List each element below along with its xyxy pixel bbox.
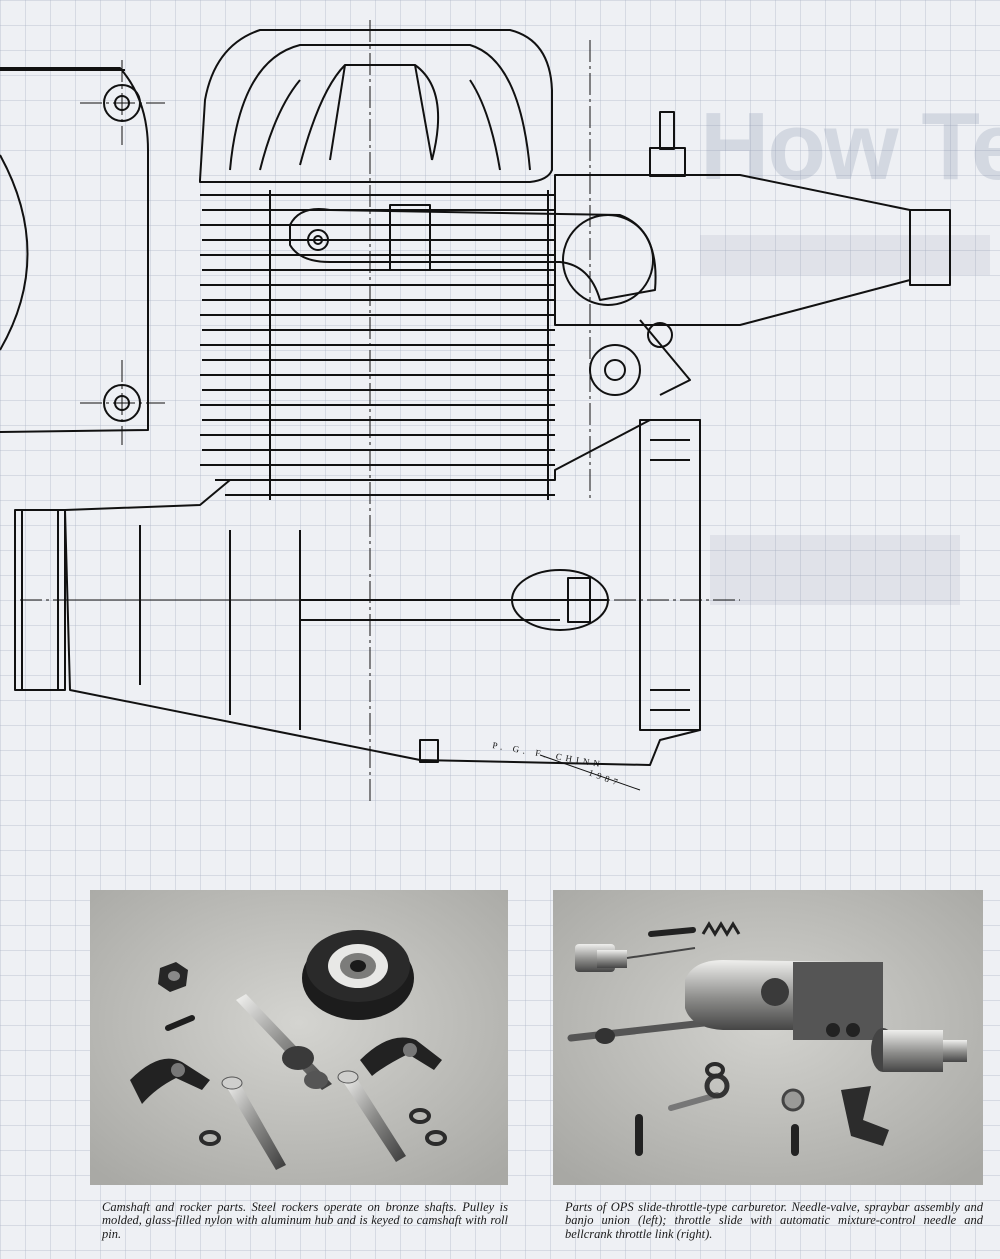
mounting-plate — [0, 67, 149, 433]
carburetor-parts-photo — [553, 890, 983, 1185]
needle-valve-part — [575, 944, 696, 972]
carburetor-body-part — [685, 960, 883, 1040]
roll-pin-part — [165, 1015, 195, 1031]
bellcrank-part — [841, 1086, 889, 1146]
drawing-signature-name: P. G. F. CHINN — [492, 740, 605, 769]
background-text-ghost — [700, 235, 990, 275]
spraybar-part — [567, 1018, 717, 1044]
rocker-cover — [199, 29, 553, 183]
spring-part — [701, 921, 741, 937]
cooling-fins — [200, 190, 555, 500]
engine-technical-drawing: P. G. F. CHINN 1987 — [0, 20, 951, 805]
background-text-ghost — [710, 535, 960, 605]
pulley-part — [302, 930, 414, 1020]
screw-part — [648, 927, 696, 937]
rocker-shaft-part — [221, 1070, 406, 1170]
photo-caption-right: Parts of OPS slide-throttle-type carbure… — [565, 1199, 983, 1241]
camshaft-part — [236, 994, 332, 1090]
throttle-slide-part — [871, 1028, 967, 1072]
washer-part — [199, 1108, 447, 1146]
intake-pipe — [289, 208, 657, 301]
rocker-arm-part — [130, 1037, 442, 1104]
lock-nut-part — [781, 1088, 805, 1112]
carburetor-body — [554, 174, 911, 326]
washer-part — [705, 1062, 725, 1078]
drawing-signature-year: 1987 — [587, 767, 622, 788]
photo-caption-left: Camshaft and rocker parts. Steel rockers… — [102, 1199, 508, 1241]
camshaft-rocker-photo — [90, 890, 508, 1185]
crankcase — [64, 419, 701, 766]
